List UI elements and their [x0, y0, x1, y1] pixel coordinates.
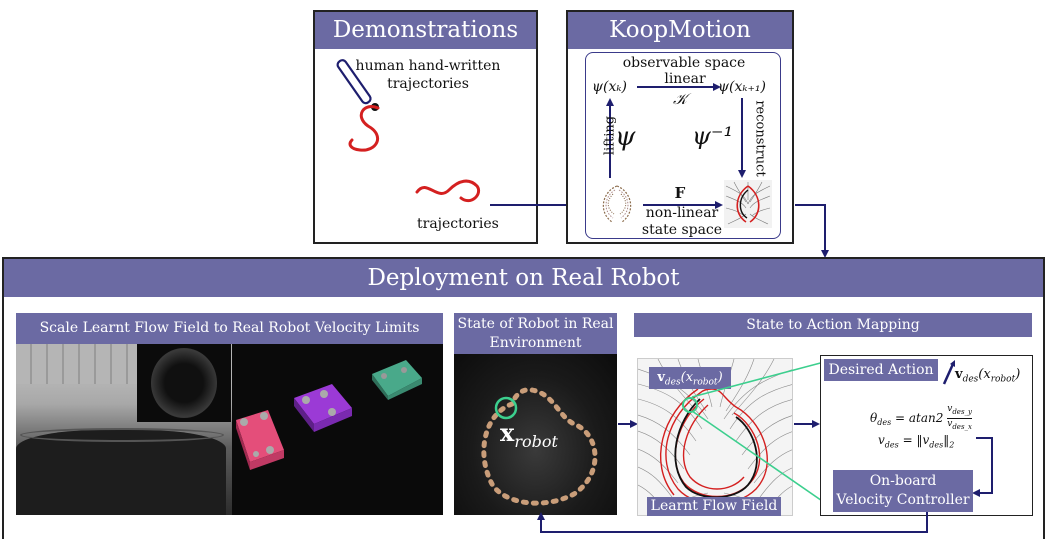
deployment-title: Deployment on Real Robot — [4, 259, 1043, 297]
learnt-flow-thumb — [724, 180, 772, 228]
arrow-F — [643, 201, 723, 209]
mapping-title: State to Action Mapping — [634, 313, 1032, 337]
v-des-robot-equation: vdes(xrobot) — [955, 367, 1021, 385]
trajectories-label: trajectories — [417, 216, 499, 232]
psi-inverse-label: ψ⁻¹ — [692, 122, 734, 150]
arrow-lifting — [606, 98, 614, 178]
arrow-feedback — [537, 512, 928, 533]
reconstruct-label: reconstruct — [752, 100, 768, 177]
zoom-lines — [691, 360, 829, 506]
robot-light-trail — [481, 387, 598, 506]
onboard-controller: On-board Velocity Controller — [833, 470, 973, 512]
koopmotion-title: KoopMotion — [568, 12, 792, 49]
x-robot-label: xrobot — [500, 418, 558, 451]
arrow-koopman-linear — [637, 83, 721, 91]
koopmotion-inner-frame — [585, 52, 781, 239]
koopman-operator-label: 𝒦 — [673, 90, 687, 108]
overhead-camera-inset — [137, 344, 231, 422]
robot-environment-photo: xrobot — [454, 354, 617, 515]
robot-purple — [294, 384, 352, 432]
state-title: State of Robot in Real Environment — [454, 313, 617, 354]
v-des-vector-icon — [942, 360, 955, 385]
linear-label: linear — [664, 71, 706, 87]
psi-xk1-label: ψ(xₖ₊₁) — [718, 79, 766, 95]
psi-xk-label: ψ(xₖ) — [592, 79, 627, 95]
F-label: F — [674, 184, 686, 202]
arrow-eq-to-controller — [972, 437, 993, 497]
v-des-robot-tag: vdes(xrobot) — [649, 367, 731, 389]
theta-equation: θdes = atan2 vdes_y vdes_x — [870, 404, 972, 431]
tank-rim — [20, 428, 224, 442]
learnt-flow-field-label: Learnt Flow Field — [647, 497, 781, 516]
state-space-label: state space — [641, 222, 723, 238]
robot-pink — [236, 410, 284, 470]
demo-trajectories-curve — [415, 179, 480, 203]
desired-action-title: Desired Action — [824, 359, 938, 381]
handwritten-trajectory — [348, 105, 380, 152]
v-des-norm-equation: vdes = ‖vdes‖2 — [878, 433, 955, 450]
demonstrations-title: Demonstrations — [315, 12, 536, 49]
observable-space-label: observable space — [622, 55, 746, 71]
scale-title: Scale Learnt Flow Field to Real Robot Ve… — [16, 313, 443, 344]
human-trajectories-label: human hand-written trajectories — [355, 58, 501, 92]
arrow-koop-to-deploy — [795, 204, 829, 258]
arrow-reconstruct — [738, 98, 746, 178]
tank-body — [16, 430, 226, 515]
nonlinear-label: non-linear — [645, 205, 719, 221]
robots-render — [232, 344, 443, 515]
psi-label: ψ — [615, 122, 636, 152]
camera-tank-circle — [151, 348, 217, 418]
arrow-flow-to-action — [794, 420, 820, 428]
arrow-state-to-flow — [618, 420, 638, 428]
state-space-trajectories-thumb — [602, 185, 632, 223]
robot-position-circle — [494, 396, 518, 420]
robot-teal — [372, 360, 422, 400]
